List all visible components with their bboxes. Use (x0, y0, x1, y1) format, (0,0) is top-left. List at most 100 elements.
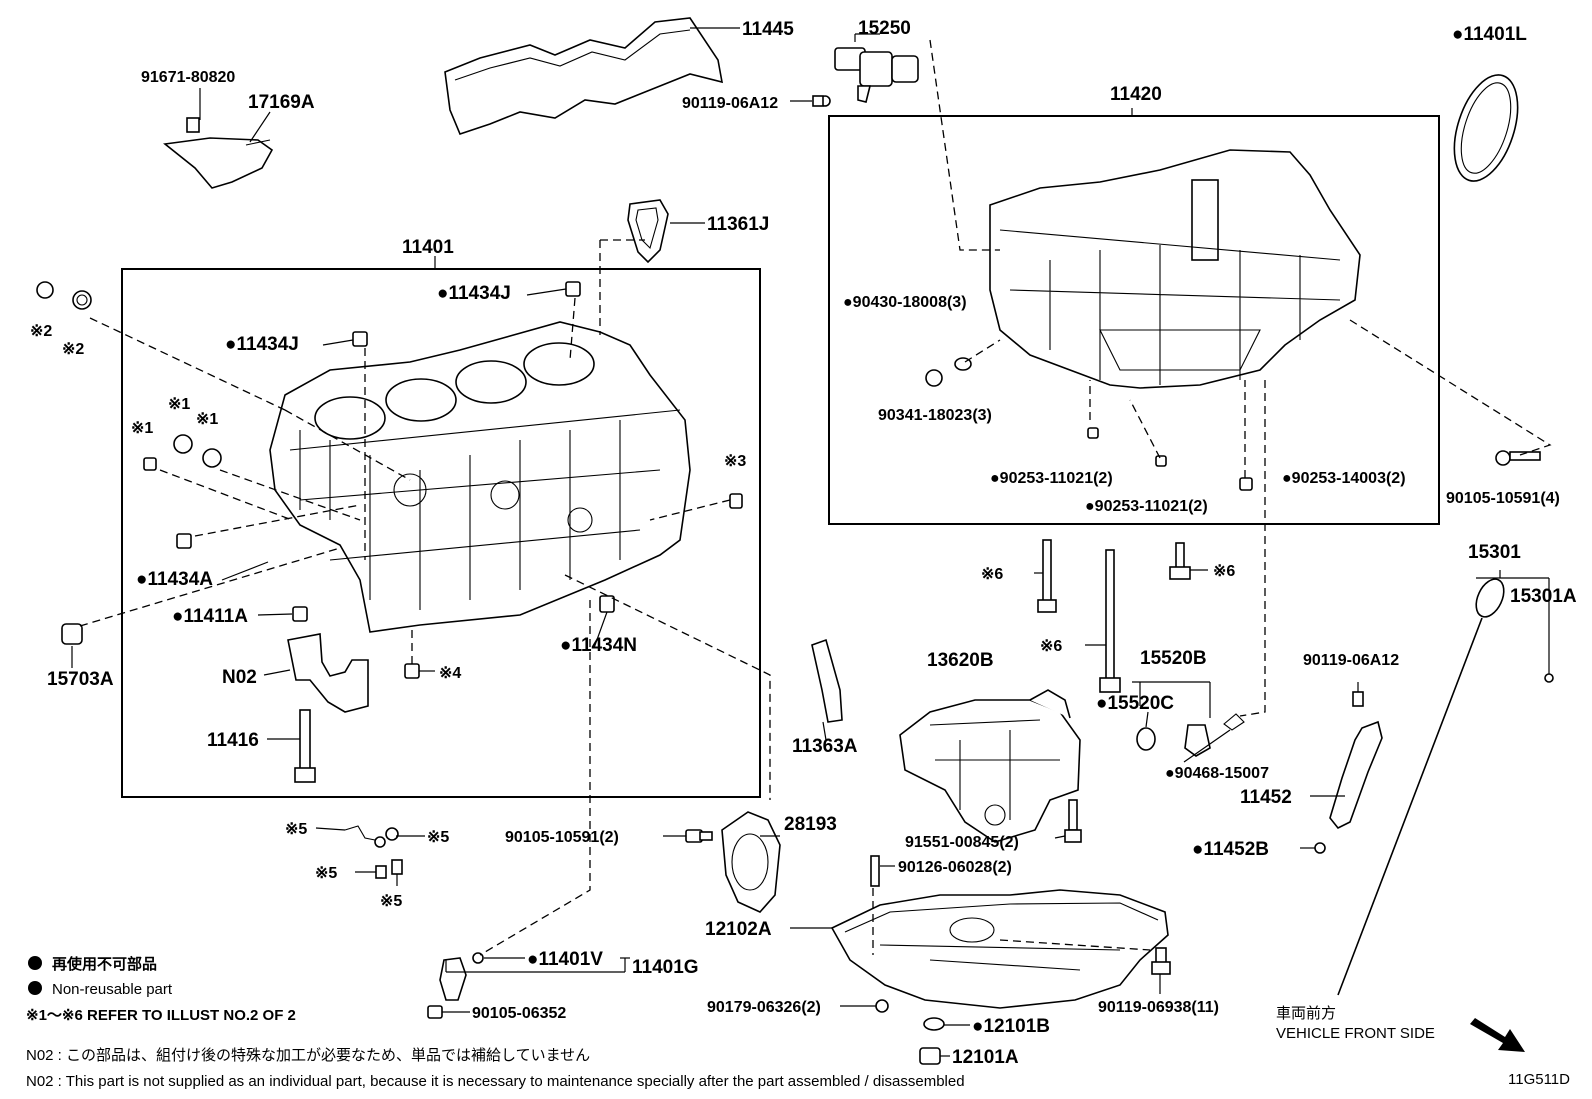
note-en: N02 : This part is not supplied as an in… (26, 1073, 965, 1090)
label-m5-d: ※5 (380, 893, 402, 910)
legend-jp: 再使用不可部品 (52, 955, 157, 973)
label-m5-b: ※5 (427, 829, 449, 846)
direction-jp: 車両前方 (1276, 1005, 1336, 1022)
bearing-cap-bolt-11416-part (294, 709, 316, 783)
legend: 再使用不可部品 Non-reusable part ※1～※6 REFER TO… (26, 955, 296, 1024)
label-m2-b: ※2 (62, 341, 84, 358)
part-number-labels: 11445 15250 ●11401L 91671-80820 17169A 9… (30, 18, 1577, 1068)
label-11401g: 11401G (632, 957, 699, 978)
hose-11363a-part (811, 638, 843, 723)
legend-en: Non-reusable part (52, 981, 173, 998)
sensor-parts-m5 (344, 825, 403, 879)
label-90253-11021-a: ●90253-11021(2) (990, 470, 1113, 487)
label-91551-00845: 91551-00845(2) (905, 834, 1019, 851)
direction-en: VEHICLE FRONT SIDE (1276, 1025, 1435, 1042)
arrow-down-right-icon (1470, 1018, 1525, 1052)
label-17169a: 17169A (248, 92, 315, 113)
label-m5-a: ※5 (285, 821, 307, 838)
legend-refer: ※1～※6 REFER TO ILLUST NO.2 OF 2 (26, 1007, 296, 1024)
label-90105-06352: 90105-06352 (472, 1005, 566, 1022)
label-90253-11021-b: ●90253-11021(2) (1085, 498, 1208, 515)
label-90119-06a12-right: 90119-06A12 (1303, 652, 1399, 669)
label-11416: 11416 (207, 730, 259, 751)
label-15250: 15250 (858, 18, 911, 39)
long-bolts-m6-parts (1037, 539, 1191, 693)
crankcase-small-parts (925, 357, 1541, 491)
bolts-91551-90126-parts (870, 799, 1082, 887)
label-n02: N02 (222, 667, 257, 688)
illustration-code: 11G511D (1508, 1071, 1570, 1088)
label-11434j-b: ●11434J (225, 334, 299, 355)
label-11445: 11445 (742, 19, 794, 40)
label-15301: 15301 (1468, 542, 1521, 563)
label-m3: ※3 (724, 453, 746, 470)
cylinder-block-part (269, 321, 691, 633)
label-15520c: ●15520C (1096, 693, 1174, 714)
label-90468-15007: ●90468-15007 (1165, 765, 1269, 782)
label-90119-06a12-top: 90119-06A12 (682, 95, 778, 112)
label-11434n: ●11434N (560, 635, 637, 656)
label-m2-a: ※2 (30, 323, 52, 340)
footnotes: N02 : この部品は、組付け後の特殊な加工が必要なため、単品では補給していませ… (26, 1047, 965, 1090)
label-15703a: 15703A (47, 669, 114, 690)
timing-chain-cover-gasket-part (444, 17, 724, 135)
label-15520b: 15520B (1140, 648, 1207, 669)
gasket-11361j-part (627, 199, 669, 264)
gasket-28193-part (721, 811, 781, 913)
label-m1-a: ※1 (168, 396, 190, 413)
label-11420: 11420 (1110, 84, 1162, 105)
label-11411a: ●11411A (172, 606, 248, 627)
label-m1-b: ※1 (196, 411, 218, 428)
label-12102a: 12102A (705, 919, 772, 940)
label-m6-b: ※6 (1040, 638, 1062, 655)
oil-level-gauge-guide-11452-part (1314, 691, 1383, 854)
label-m6-a: ※6 (981, 566, 1003, 583)
label-90430-18008: ●90430-18008(3) (843, 294, 967, 311)
cylinder-block-group-frame (121, 268, 761, 798)
label-28193: 28193 (784, 814, 837, 835)
label-11434j-a: ●11434J (437, 283, 511, 304)
label-90119-06938: 90119-06938(11) (1098, 999, 1219, 1016)
alignment-dashed-lines (79, 39, 1552, 956)
legend-bullet-icon-en (28, 981, 42, 995)
balance-shaft-oil-pump-13620b-part (899, 689, 1081, 843)
legend-bullet-icon-jp (28, 956, 42, 970)
label-90105-10591-4: 90105-10591(4) (1446, 490, 1560, 507)
oil-pan-small-parts (875, 947, 1171, 1065)
label-12101b: ●12101B (972, 1016, 1050, 1037)
label-15301a: 15301A (1510, 586, 1577, 607)
label-m5-c: ※5 (315, 865, 337, 882)
label-11401v: ●11401V (527, 949, 603, 970)
bolt-90119-06a12-top-part (812, 95, 831, 107)
label-90105-10591-2: 90105-10591(2) (505, 829, 619, 846)
label-12101a: 12101A (952, 1047, 1019, 1068)
label-m6-c: ※6 (1213, 563, 1235, 580)
label-11452: 11452 (1240, 787, 1292, 808)
label-11361j: 11361J (707, 214, 769, 235)
oil-seal-11401l-part (1453, 74, 1519, 182)
label-11401l: ●11401L (1452, 24, 1527, 45)
oil-strainer-parts (1136, 713, 1245, 757)
label-13620b: 13620B (927, 650, 994, 671)
crankcase-group-frame (828, 115, 1440, 525)
label-11434a: ●11434A (136, 569, 213, 590)
oil-pan-12102a-part (830, 889, 1169, 1009)
label-90179-06326: 90179-06326(2) (707, 999, 821, 1016)
bracket-17169a-part (163, 117, 274, 189)
label-m1-c: ※1 (131, 420, 153, 437)
label-11452b: ●11452B (1192, 839, 1269, 860)
label-90341-18023: 90341-18023(3) (878, 407, 992, 424)
label-90126-06028: 90126-06028(2) (898, 859, 1012, 876)
oil-control-valve-part (834, 47, 919, 103)
label-90253-14003: ●90253-14003(2) (1282, 470, 1406, 487)
label-91671-80820: 91671-80820 (141, 69, 235, 86)
crankcase-11420-part (989, 149, 1361, 389)
leader-lines (71, 27, 1550, 1057)
label-m4: ※4 (439, 665, 461, 682)
bearing-cap-n02-part (287, 633, 369, 713)
label-11401: 11401 (402, 237, 454, 258)
vehicle-front-indicator: 車両前方 VEHICLE FRONT SIDE (1276, 1005, 1525, 1052)
note-jp: N02 : この部品は、組付け後の特殊な加工が必要なため、単品では補給していませ… (26, 1047, 590, 1064)
oil-level-gauge-15301-part (1337, 578, 1554, 996)
